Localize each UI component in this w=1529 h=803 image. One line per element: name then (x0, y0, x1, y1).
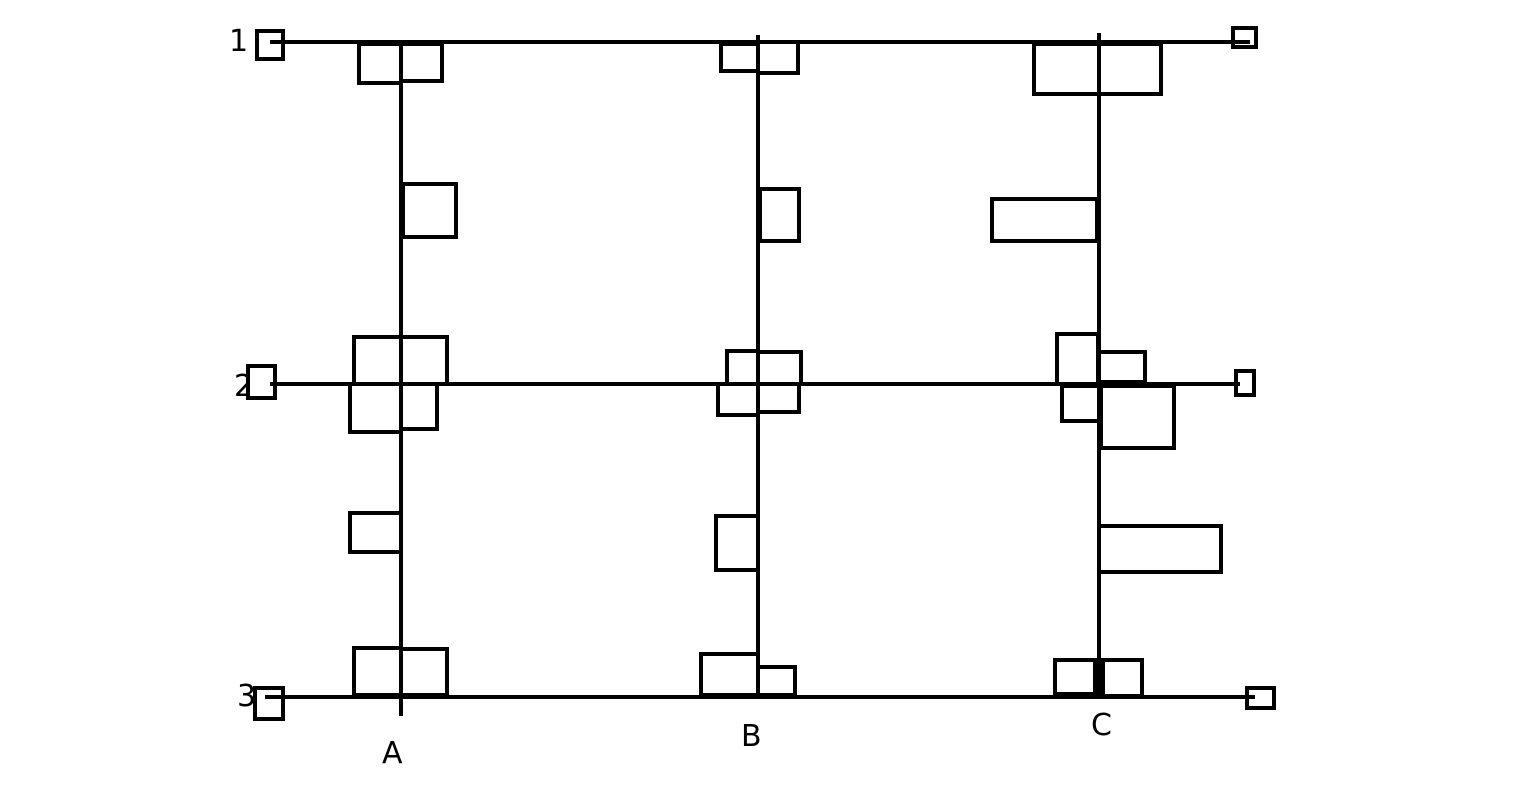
box-a-mid-upper (401, 182, 458, 239)
row-label-1: 1 (229, 24, 248, 59)
box-a2-upper-right (399, 335, 449, 386)
row-label-3: 3 (237, 679, 256, 714)
row-label-2: 2 (234, 369, 253, 404)
box-a2-upper-left (352, 335, 403, 386)
end-marker-1-right (1231, 26, 1258, 49)
box-a2-lower-left (348, 382, 403, 434)
column-label-c: C (1091, 708, 1112, 743)
box-c2-lower-right (1099, 384, 1176, 450)
box-a1-right (399, 42, 444, 83)
box-c-mid-upper (990, 197, 1099, 243)
box-c2-upper-left (1055, 332, 1100, 386)
end-marker-2-right (1234, 369, 1256, 397)
box-b1-left (719, 42, 760, 73)
box-c1-right (1097, 42, 1163, 96)
box-b-mid-upper (758, 187, 801, 243)
column-label-a: A (382, 736, 403, 771)
box-c2-upper-right (1097, 350, 1147, 384)
box-b3-right (756, 665, 797, 697)
box-b1-right (756, 40, 800, 75)
column-label-b: B (741, 719, 762, 754)
box-a1-left (357, 42, 403, 85)
box-a2-lower-right (399, 382, 439, 431)
box-c3-left (1053, 658, 1097, 696)
end-marker-3-right (1245, 686, 1276, 710)
box-b2-lower-left (716, 382, 760, 417)
box-a3-right (399, 647, 449, 697)
end-marker-2-left (246, 364, 277, 400)
box-b2-lower-right (756, 382, 801, 414)
box-a3-left (352, 646, 403, 697)
end-marker-3-left (253, 686, 285, 721)
box-c2-lower-left (1060, 384, 1101, 423)
box-c-mid-lower (1097, 524, 1223, 574)
box-b2-upper-right (756, 350, 803, 386)
box-b2-upper-left (725, 349, 760, 386)
box-b3-left (699, 652, 760, 697)
box-c3-right (1101, 658, 1144, 698)
box-b-mid-lower (714, 514, 760, 572)
box-a-mid-lower (348, 511, 403, 554)
box-c1-left (1032, 42, 1101, 96)
end-marker-1-left (255, 29, 285, 61)
